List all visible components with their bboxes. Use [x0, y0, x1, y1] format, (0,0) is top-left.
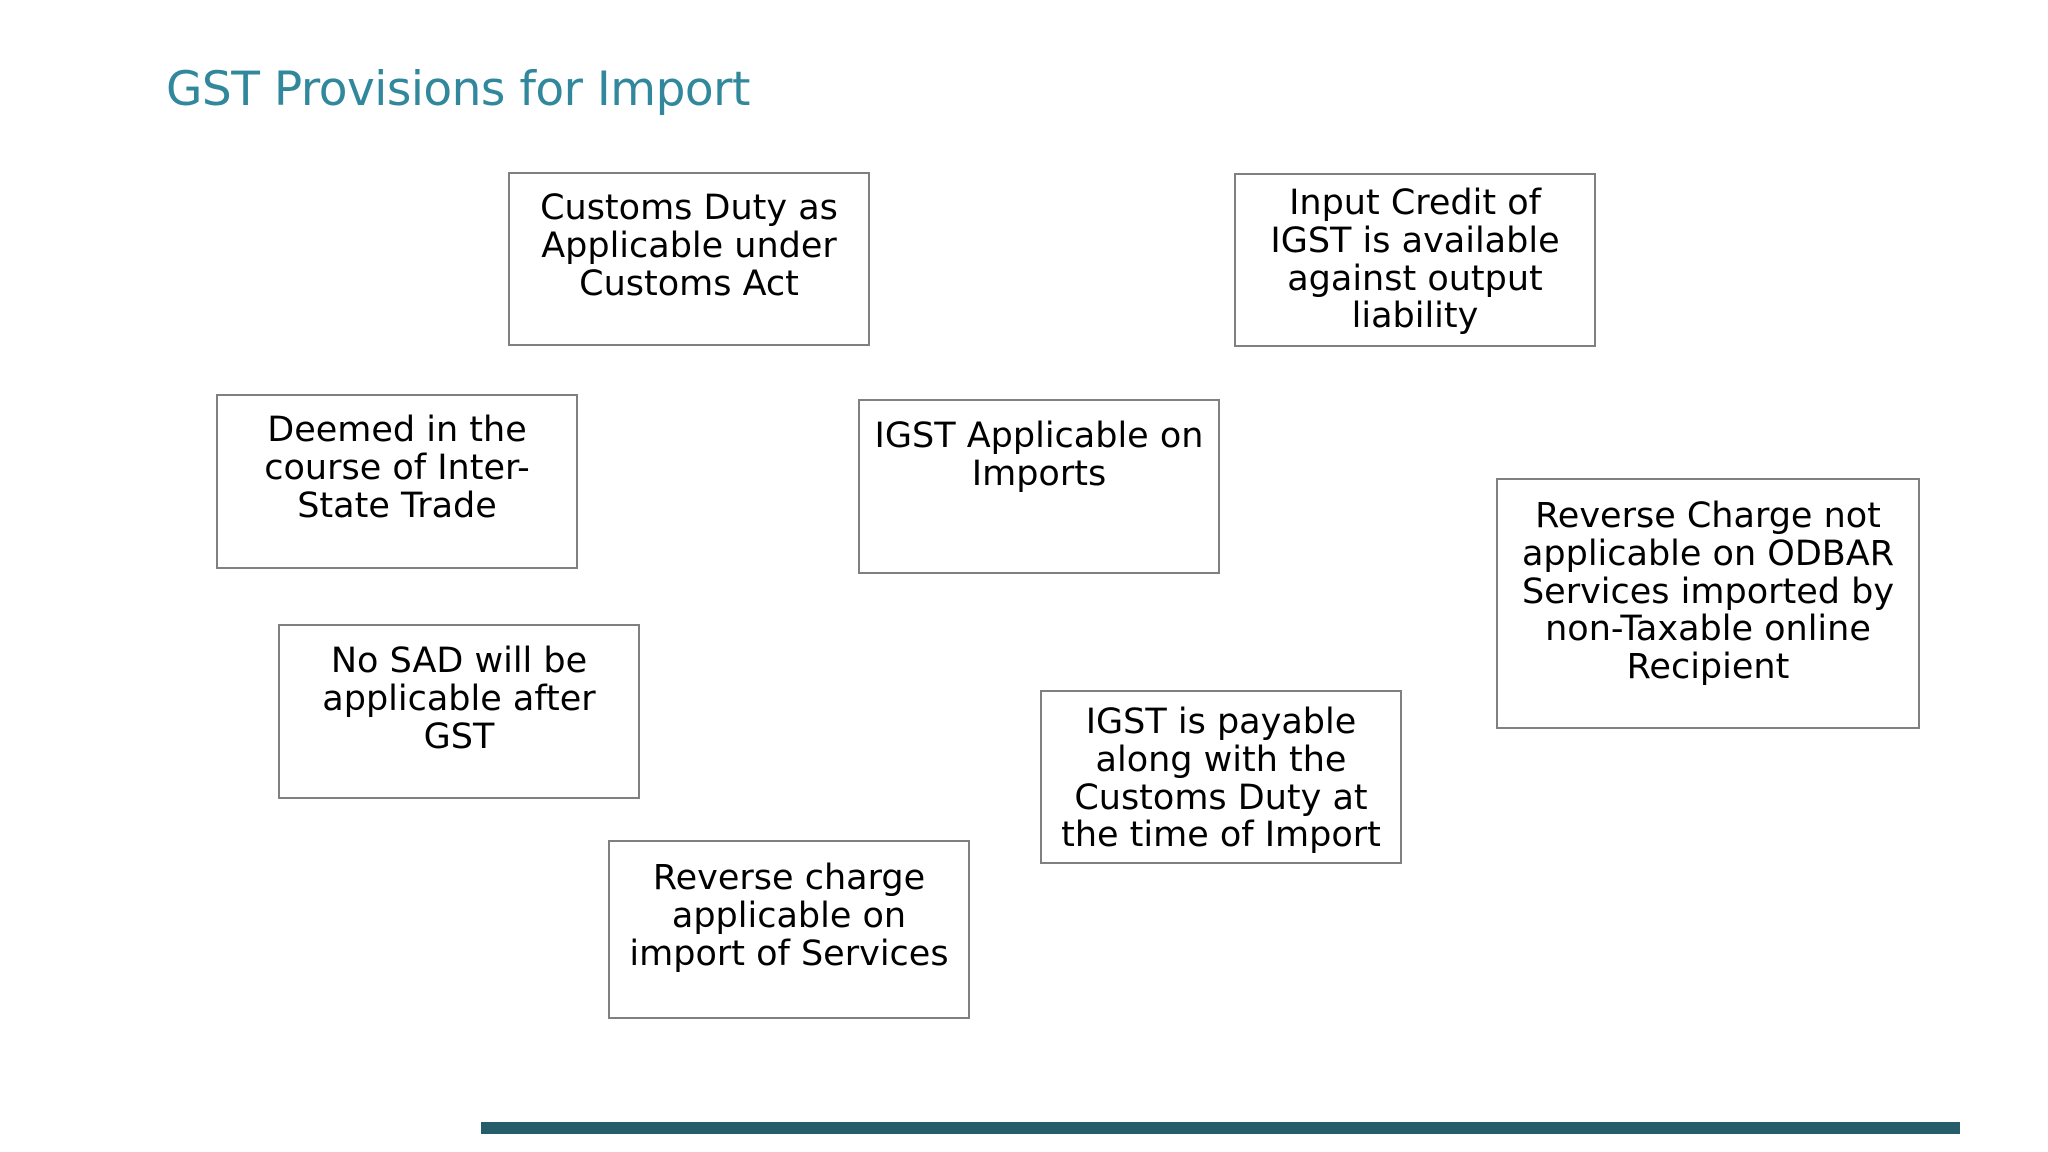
concept-box-igst-applicable[interactable]: IGST Applicable on Imports [858, 399, 1220, 574]
concept-box-input-credit[interactable]: Input Credit of IGST is available agains… [1234, 173, 1596, 347]
concept-box-reverse-charge-odbar[interactable]: Reverse Charge not applicable on ODBAR S… [1496, 478, 1920, 729]
concept-box-label: Reverse charge applicable on import of S… [629, 858, 949, 974]
concept-box-igst-payable[interactable]: IGST is payable along with the Customs D… [1040, 690, 1402, 864]
concept-box-label: Input Credit of IGST is available agains… [1270, 183, 1560, 337]
concept-box-label: Reverse Charge not applicable on ODBAR S… [1521, 496, 1895, 688]
page-title: GST Provisions for Import [166, 62, 750, 117]
concept-box-deemed-inter-state[interactable]: Deemed in the course of Inter- State Tra… [216, 394, 578, 569]
concept-box-no-sad[interactable]: No SAD will be applicable after GST [278, 624, 640, 799]
concept-box-customs-duty[interactable]: Customs Duty as Applicable under Customs… [508, 172, 870, 346]
concept-box-label: IGST Applicable on Imports [874, 416, 1204, 494]
concept-box-label: No SAD will be applicable after GST [322, 641, 596, 757]
concept-box-reverse-charge-services[interactable]: Reverse charge applicable on import of S… [608, 840, 970, 1019]
concept-box-label: Deemed in the course of Inter- State Tra… [264, 410, 530, 526]
concept-box-label: Customs Duty as Applicable under Customs… [540, 188, 838, 304]
concept-box-label: IGST is payable along with the Customs D… [1061, 702, 1381, 856]
footer-accent-bar [481, 1122, 1960, 1134]
